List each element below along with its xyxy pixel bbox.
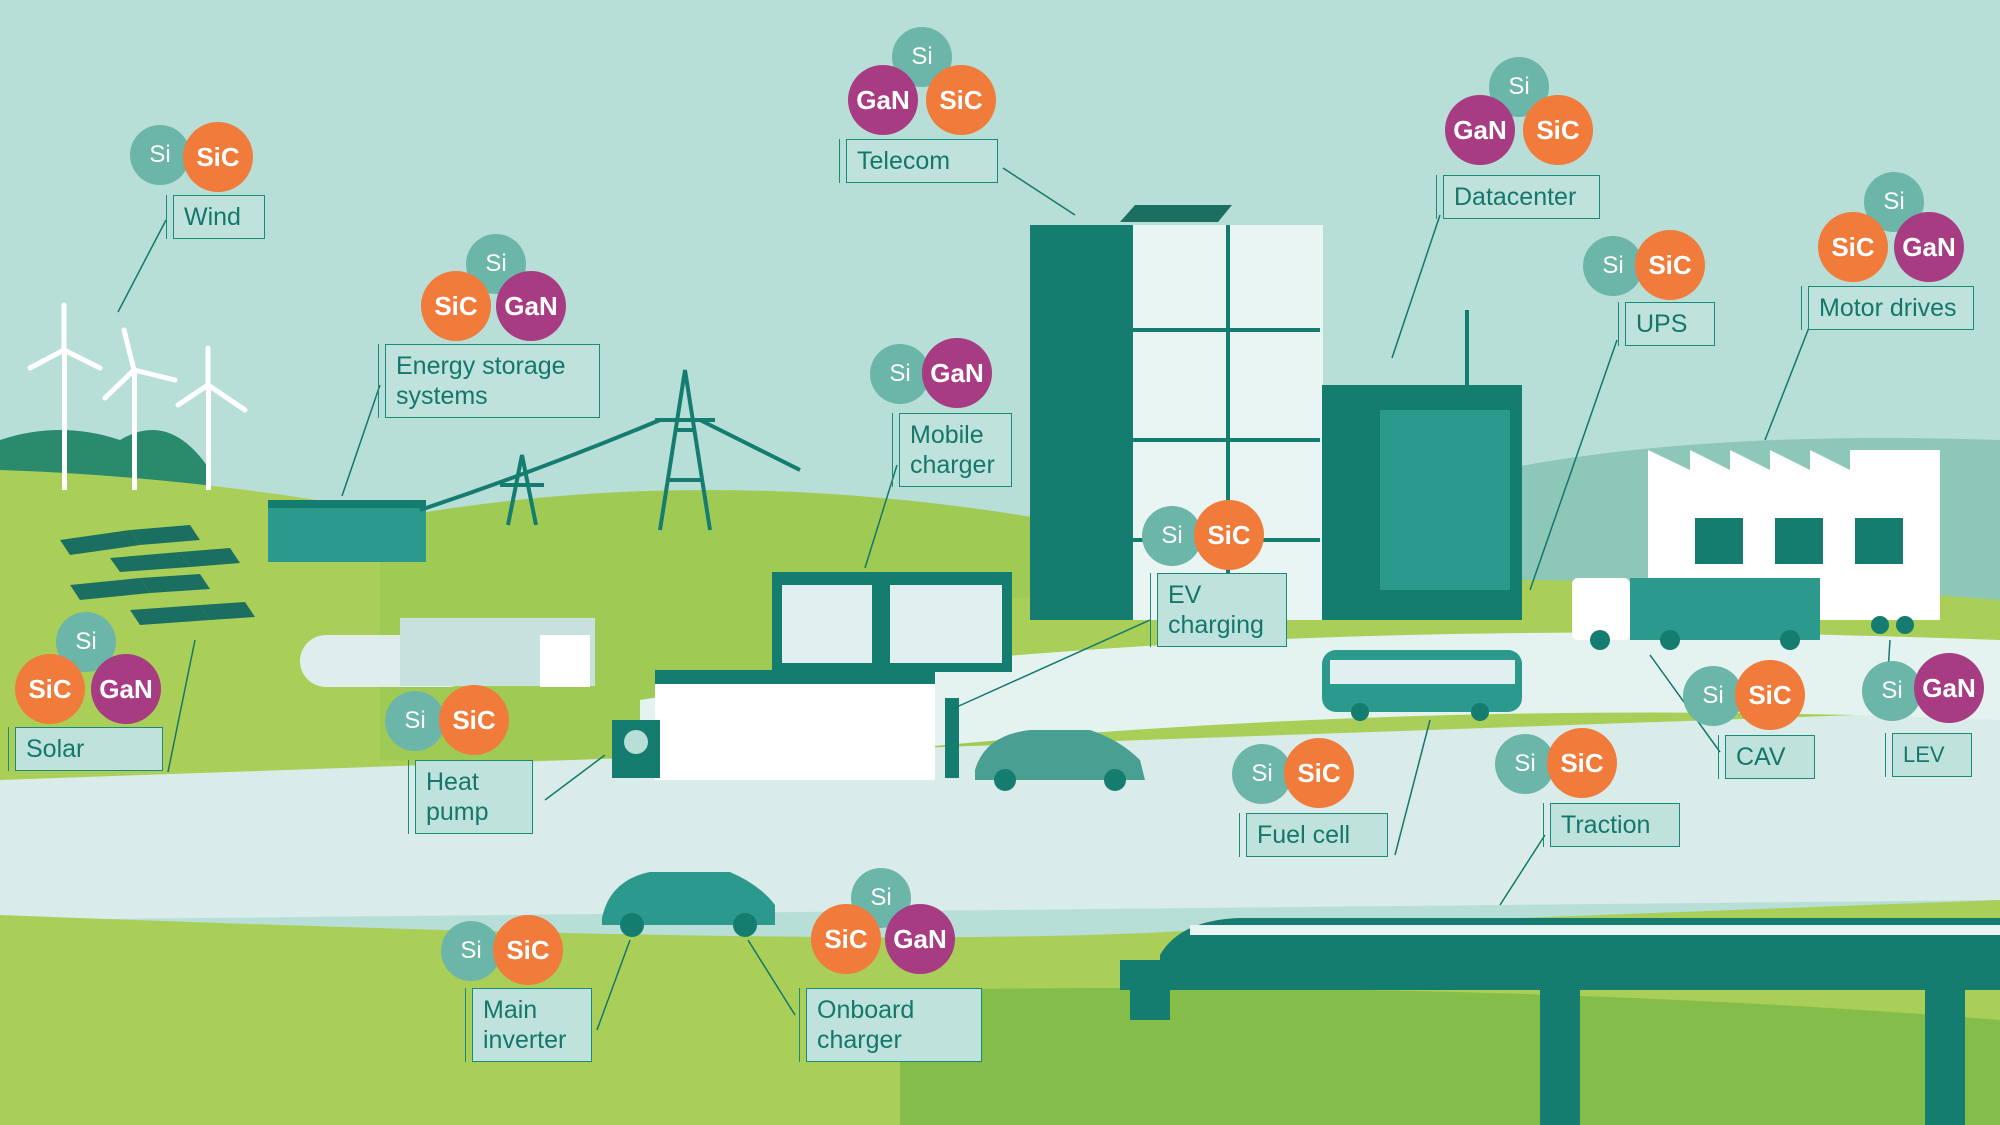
label-lev: LEV <box>1885 733 1972 777</box>
label-datacenter: Datacenter <box>1436 175 1600 219</box>
chip-si: Si <box>1683 666 1743 726</box>
chip-sic: SiC <box>1284 738 1354 808</box>
label-solar: Solar <box>8 727 163 771</box>
label-mobile-charger: Mobile charger <box>892 413 1012 487</box>
chip-sic: SiC <box>183 122 253 192</box>
wind-turbines <box>62 350 211 490</box>
chip-gan: GaN <box>91 654 161 724</box>
chip-sic: SiC <box>926 65 996 135</box>
chip-si: Si <box>1862 661 1922 721</box>
chip-gan: GaN <box>1914 653 1984 723</box>
battery-container <box>268 500 426 562</box>
chip-sic: SiC <box>439 685 509 755</box>
ev-car-charging <box>975 730 1145 780</box>
chip-si: Si <box>441 921 501 981</box>
label-energy-storage: Energy storage systems <box>378 344 600 418</box>
leader-lines <box>117 167 1891 1031</box>
label-motor-drives: Motor drives <box>1801 286 1974 330</box>
chip-gan: GaN <box>1894 212 1964 282</box>
viaduct <box>1120 960 2000 990</box>
ev-charger <box>945 698 959 778</box>
label-traction: Traction <box>1543 803 1680 847</box>
label-ev-charging: EV charging <box>1150 573 1287 647</box>
chip-sic: SiC <box>493 915 563 985</box>
truck-cab <box>1572 578 1630 640</box>
power-pylons <box>419 369 801 531</box>
chip-si: Si <box>385 691 445 751</box>
chip-sic: SiC <box>811 904 881 974</box>
label-onboard-charger: Onboard charger <box>799 988 982 1062</box>
label-wind: Wind <box>166 195 265 239</box>
chip-gan: GaN <box>922 338 992 408</box>
chip-gan: GaN <box>848 65 918 135</box>
chip-si: Si <box>1232 744 1292 804</box>
chip-sic: SiC <box>421 271 491 341</box>
label-heat-pump: Heat pump <box>408 760 533 834</box>
label-fuel-cell: Fuel cell <box>1239 813 1388 857</box>
chip-si: Si <box>1142 506 1202 566</box>
chip-si: Si <box>1583 236 1643 296</box>
chip-si: Si <box>130 125 190 185</box>
label-ups: UPS <box>1618 302 1715 346</box>
grass-foreground-dark <box>900 988 2000 1125</box>
label-main-inverter: Main inverter <box>465 988 592 1062</box>
roof-solar <box>1120 205 1232 222</box>
car-road <box>602 872 775 925</box>
house-lower <box>655 670 935 780</box>
train <box>1160 918 2000 960</box>
chip-si: Si <box>1495 734 1555 794</box>
chip-sic: SiC <box>1818 212 1888 282</box>
chip-sic: SiC <box>1523 95 1593 165</box>
chip-sic: SiC <box>1735 660 1805 730</box>
chip-sic: SiC <box>1194 500 1264 570</box>
turbine-blades <box>27 302 248 413</box>
chip-gan: GaN <box>885 904 955 974</box>
chip-gan: GaN <box>496 271 566 341</box>
solar-panels <box>60 525 255 625</box>
chip-sic: SiC <box>15 654 85 724</box>
chip-si: Si <box>870 344 930 404</box>
chip-gan: GaN <box>1445 95 1515 165</box>
chip-sic: SiC <box>1547 728 1617 798</box>
label-cav: CAV <box>1718 735 1815 779</box>
label-telecom: Telecom <box>839 139 998 183</box>
scooter <box>1871 616 1889 634</box>
truck-trailer <box>1630 578 1820 640</box>
chip-sic: SiC <box>1635 230 1705 300</box>
